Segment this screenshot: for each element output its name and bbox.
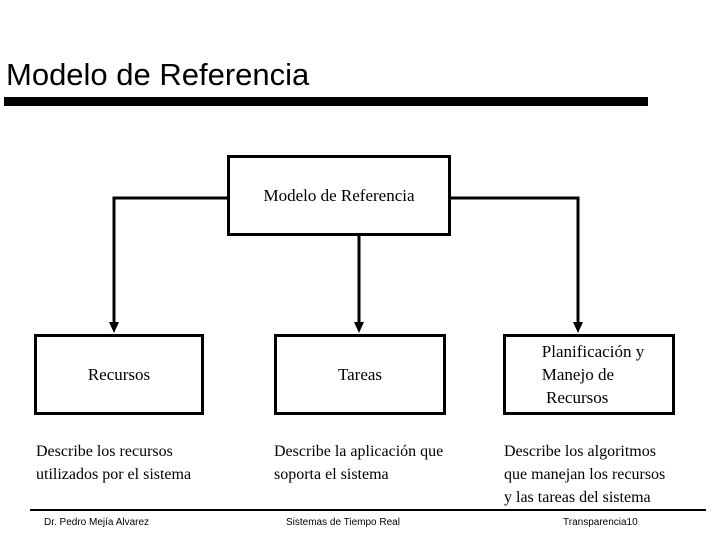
node-tareas: Tareas (274, 334, 446, 415)
title-underline (4, 97, 648, 106)
footer-course: Sistemas de Tiempo Real (286, 517, 400, 528)
footer-author: Dr. Pedro Mejía Alvarez (44, 517, 150, 528)
connector-left (112, 196, 227, 326)
description-planificacion: Describe los algoritmos que manejan los … (504, 443, 666, 506)
description-tareas: Describe la aplicación que soporta el si… (274, 443, 444, 483)
arrowhead-right (573, 322, 583, 333)
slide-title: Modelo de Referencia (6, 57, 310, 92)
footer-rule (30, 509, 706, 511)
arrowhead-left (109, 322, 119, 333)
node-tareas-label: Tareas (337, 364, 383, 384)
node-recursos: Recursos (34, 334, 204, 415)
node-recursos-label: Recursos (87, 364, 151, 384)
description-recursos: Describe los recursos utilizados por el … (36, 443, 192, 483)
node-planificacion: Planificación y Manejo de Recursos (503, 334, 675, 415)
footer-page-number: Transparencia10 (563, 517, 638, 528)
arrowhead-middle (354, 322, 364, 333)
connector-right (451, 196, 580, 326)
node-planificacion-label: Planificación y Manejo de Recursos (541, 342, 645, 407)
root-node: Modelo de Referencia (227, 155, 451, 236)
root-node-label: Modelo de Referencia (263, 185, 415, 205)
